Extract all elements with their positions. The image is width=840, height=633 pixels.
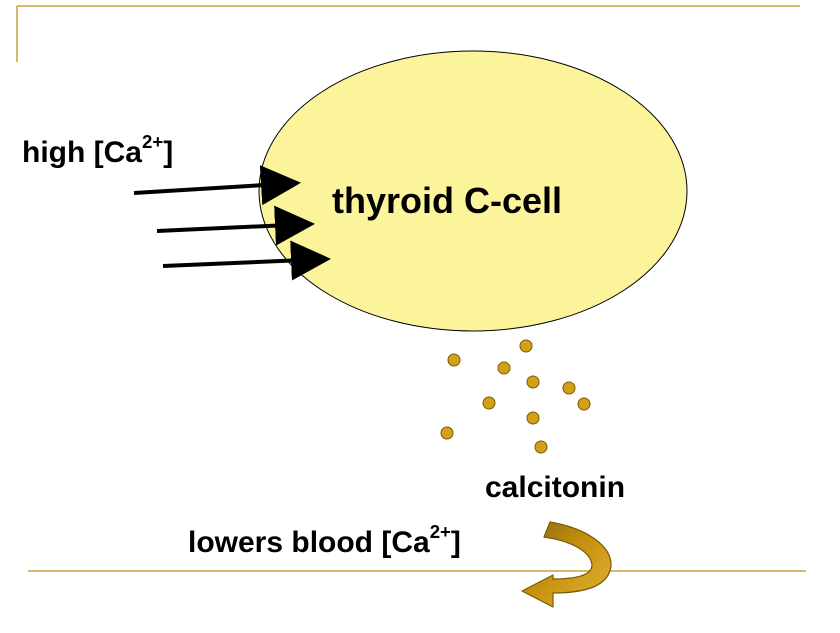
- calcitonin-granule: [497, 361, 511, 375]
- thyroid-c-cell: [258, 50, 688, 332]
- lowers-blood-calcium-superscript: 2+: [429, 521, 451, 543]
- stimulus-arrow-1: [133, 165, 301, 206]
- calcitonin-label: calcitonin: [485, 471, 626, 504]
- curved-effect-arrow: [521, 521, 612, 608]
- stimulus-arrow-2: [156, 205, 315, 246]
- calcitonin-granule: [562, 381, 576, 395]
- calcitonin-granule: [534, 440, 548, 454]
- calcitonin-granule: [482, 396, 496, 410]
- calcitonin-granule: [440, 426, 454, 440]
- calcitonin-granule: [526, 411, 540, 425]
- calcitonin-granule: [526, 375, 540, 389]
- thyroid-c-cell-label: thyroid C-cell: [332, 180, 563, 221]
- lowers-blood-calcium-suffix: ]: [450, 526, 461, 559]
- high-calcium-suffix: ]: [163, 136, 174, 169]
- calcitonin-granule: [447, 353, 461, 367]
- high-calcium-text: high [Ca: [22, 136, 142, 169]
- calcitonin-granule: [577, 397, 591, 411]
- lowers-blood-calcium-text: lowers blood [Ca: [188, 526, 430, 559]
- high-calcium-label: high [Ca2+]: [22, 132, 174, 170]
- calcitonin-granule: [519, 339, 533, 353]
- stimulus-arrow-3: [162, 240, 331, 281]
- lowers-blood-calcium-label: lowers blood [Ca2+]: [188, 522, 461, 560]
- high-calcium-superscript: 2+: [142, 131, 164, 153]
